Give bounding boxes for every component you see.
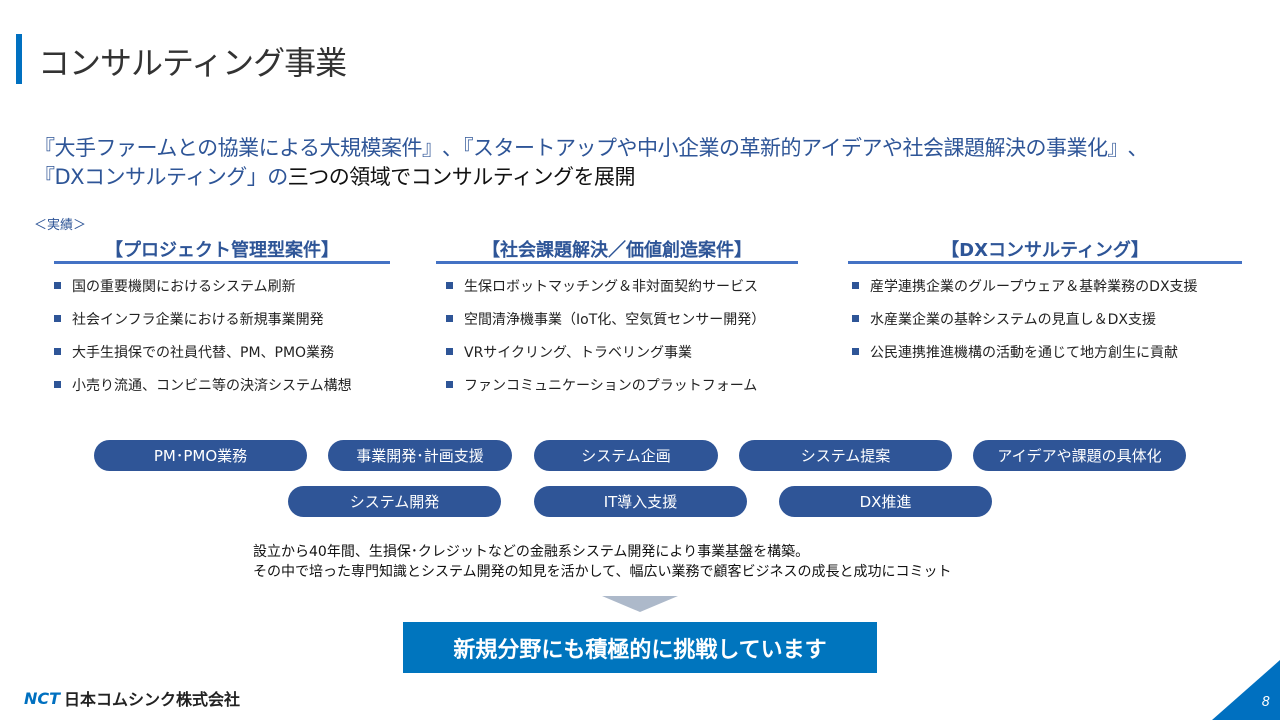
- lead-text: 『大手ファームとの協業による大規模案件』､『スタートアップや中小企業の革新的アイ…: [34, 134, 1138, 192]
- page-number: 8: [1261, 695, 1270, 710]
- list-item: 産学連携企業のグループウェア＆基幹業務のDX支援: [852, 276, 1242, 309]
- service-pill: システム開発: [288, 486, 501, 517]
- column-heading: 【社会課題解決／価値創造案件】: [436, 234, 798, 264]
- column-heading: 【プロジェクト管理型案件】: [54, 234, 390, 264]
- list-item: 大手生損保での社員代替、PM、PMO業務: [54, 342, 390, 375]
- lead-line-2: 『DXコンサルティング」の三つの領域でコンサルティングを展開: [34, 163, 1138, 192]
- corner-decoration: [1212, 660, 1280, 720]
- lead-line-1: 『大手ファームとの協業による大規模案件』､『スタートアップや中小企業の革新的アイ…: [34, 136, 1138, 160]
- service-pill: 事業開発･計画支援: [328, 440, 512, 471]
- logo-mark: NCT: [24, 688, 61, 708]
- list-item: 小売り流通、コンビニ等の決済システム構想: [54, 375, 390, 408]
- column-social-issues: 【社会課題解決／価値創造案件】 生保ロボットマッチング＆非対面契約サービス 空間…: [436, 234, 798, 408]
- service-pill: システム企画: [534, 440, 718, 471]
- list-item: 社会インフラ企業における新規事業開発: [54, 309, 390, 342]
- service-pill: システム提案: [739, 440, 952, 471]
- achievements-label: ＜実績＞: [34, 218, 87, 233]
- column-heading: 【DXコンサルティング】: [848, 234, 1242, 264]
- logo-name: 日本コムシンク株式会社: [64, 690, 241, 709]
- list-item: VRサイクリング、トラベリング事業: [446, 342, 798, 375]
- list-item: 国の重要機関におけるシステム刷新: [54, 276, 390, 309]
- challenge-banner: 新規分野にも積極的に挑戦しています: [403, 622, 877, 673]
- title-accent-bar: [16, 34, 22, 84]
- list-item: 生保ロボットマッチング＆非対面契約サービス: [446, 276, 798, 309]
- list-item: 公民連携推進機構の活動を通じて地方創生に貢献: [852, 342, 1242, 375]
- company-logo: NCT 日本コムシンク株式会社: [24, 686, 240, 710]
- list-item: 空間清浄機事業（IoT化、空気質センサー開発）: [446, 309, 798, 342]
- column-project-management: 【プロジェクト管理型案件】 国の重要機関におけるシステム刷新 社会インフラ企業に…: [54, 234, 390, 408]
- list-item: 水産業企業の基幹システムの見直し＆DX支援: [852, 309, 1242, 342]
- service-pill: アイデアや課題の具体化: [973, 440, 1186, 471]
- service-pill: PM･PMO業務: [94, 440, 307, 471]
- lead-line-2-rest: 三つの領域でコンサルティングを展開: [287, 165, 636, 189]
- list-item: ファンコミュニケーションのプラットフォーム: [446, 375, 798, 408]
- service-pill: DX推進: [779, 486, 992, 517]
- service-pill: IT導入支援: [534, 486, 747, 517]
- description: 設立から40年間、生損保･クレジットなどの金融系システム開発により事業基盤を構築…: [253, 542, 951, 582]
- description-line: その中で培った専門知識とシステム開発の知見を活かして、幅広い業務で顧客ビジネスの…: [253, 564, 952, 580]
- down-arrow-icon: [602, 596, 678, 612]
- column-dx-consulting: 【DXコンサルティング】 産学連携企業のグループウェア＆基幹業務のDX支援 水産…: [848, 234, 1242, 375]
- page-title: コンサルティング事業: [38, 44, 347, 82]
- description-line: 設立から40年間、生損保･クレジットなどの金融系システム開発により事業基盤を構築…: [253, 544, 810, 560]
- lead-line-2-highlight: 『DXコンサルティング」の: [34, 165, 288, 189]
